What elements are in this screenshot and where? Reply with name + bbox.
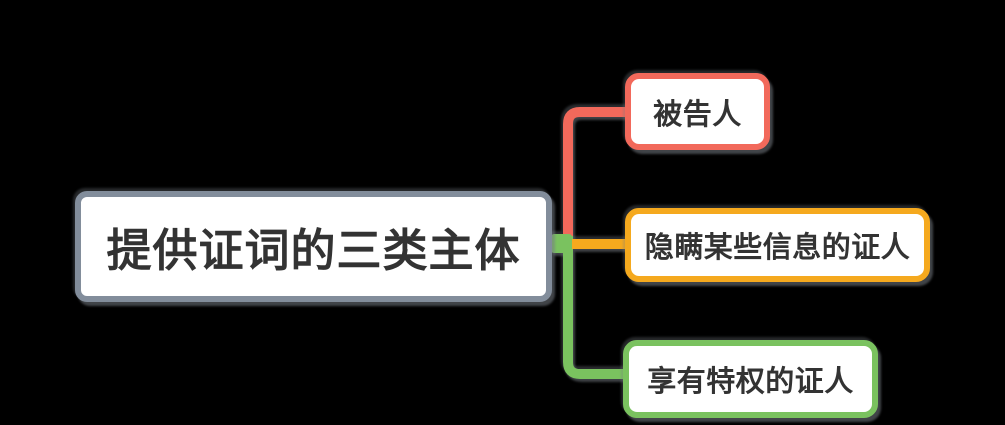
branch-node-defendant: 被告人 — [625, 73, 770, 150]
root-node: 提供证词的三类主体 — [75, 191, 552, 302]
branch-node-concealing-witness-label: 隐瞒某些信息的证人 — [644, 232, 911, 264]
root-node-label: 提供证词的三类主体 — [106, 225, 521, 276]
branch-node-concealing-witness: 隐瞒某些信息的证人 — [625, 208, 930, 282]
branch-node-privileged-witness: 享有特权的证人 — [623, 340, 878, 418]
branch-node-defendant-label: 被告人 — [653, 98, 742, 131]
connector-privileged-witness — [563, 236, 630, 379]
junction-square — [551, 234, 572, 253]
connector-defendant — [563, 107, 632, 252]
branch-node-privileged-witness-label: 享有特权的证人 — [647, 366, 854, 398]
